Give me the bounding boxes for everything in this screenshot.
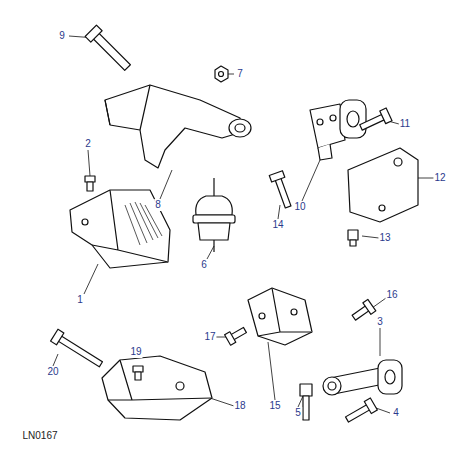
- callout-number: 4: [392, 407, 400, 419]
- callout-number: 19: [129, 346, 142, 358]
- callout-number: 3: [376, 316, 384, 328]
- callout-number: 16: [385, 289, 398, 301]
- callout-number: 10: [293, 201, 306, 213]
- callout-number: 17: [203, 331, 216, 343]
- callout-number: 6: [200, 259, 208, 271]
- callout-number: 15: [268, 400, 281, 412]
- callout-number: 14: [271, 219, 284, 231]
- callout-number: 20: [46, 366, 59, 378]
- drawing-code: LN0167: [21, 430, 58, 442]
- callout-number: 9: [58, 30, 66, 42]
- callout-number: 11: [399, 118, 411, 130]
- callout-number: 8: [154, 199, 162, 211]
- callout-number: 1: [76, 294, 84, 306]
- callout-number: 18: [233, 400, 246, 412]
- callout-number: 2: [84, 138, 92, 150]
- callout-number: 5: [294, 407, 302, 419]
- callout-number: 12: [433, 172, 446, 184]
- callout-number: 13: [378, 232, 391, 244]
- callout-number: 7: [236, 68, 244, 80]
